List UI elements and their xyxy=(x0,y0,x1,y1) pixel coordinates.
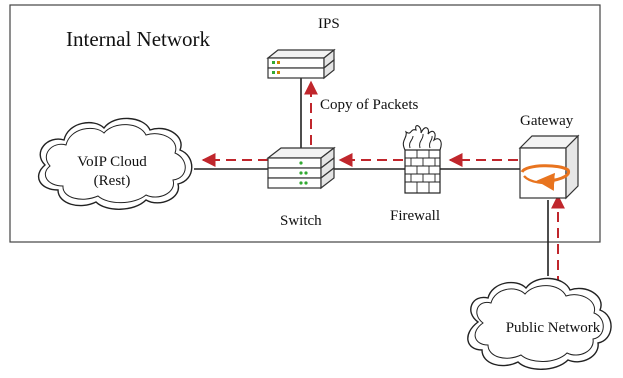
copy-of-packets-label: Copy of Packets xyxy=(320,97,418,113)
switch-label: Switch xyxy=(280,213,322,229)
packet-flow-arrows xyxy=(201,80,565,286)
network-links xyxy=(194,78,549,276)
voip-cloud-label-line2: (Rest) xyxy=(94,173,131,189)
voip-cloud-label-line1: VoIP Cloud xyxy=(77,154,147,170)
internal-network-title: Internal Network xyxy=(66,27,211,51)
internal-network-boundary xyxy=(9,4,601,243)
rotation-arrow-icon xyxy=(520,164,571,191)
gateway-label: Gateway xyxy=(520,113,574,129)
public-network-label: Public Network xyxy=(506,320,601,336)
firewall-icon xyxy=(402,125,442,194)
firewall-label: Firewall xyxy=(390,208,440,224)
voip-cloud-icon xyxy=(37,117,193,210)
ips-label: IPS xyxy=(318,16,340,32)
ips-icon xyxy=(266,48,336,80)
gateway-icon xyxy=(518,134,580,200)
switch-icon xyxy=(266,146,336,190)
public-network-cloud-icon xyxy=(467,277,612,370)
